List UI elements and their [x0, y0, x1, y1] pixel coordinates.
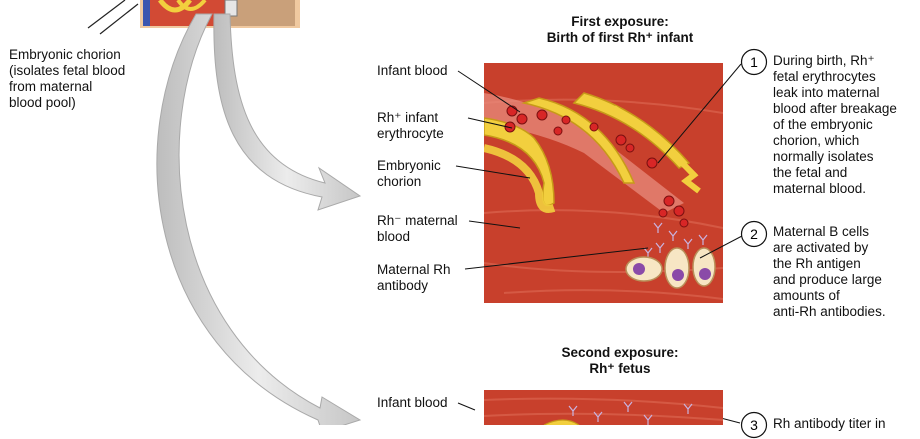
- b-cells: [625, 247, 716, 289]
- label-line: chorion: [377, 174, 422, 189]
- second-exposure-title: Second exposure: Rh⁺ fetus: [520, 345, 720, 377]
- step-line: of the embryonic: [773, 117, 873, 132]
- label-line: Rh⁺ infant: [377, 110, 439, 125]
- label-line: antibody: [377, 278, 429, 293]
- arrow-to-second-exposure: [156, 13, 362, 425]
- second-exposure-illustration: [484, 390, 723, 425]
- title-line: Rh⁺ fetus: [589, 361, 651, 376]
- first-exposure-title: First exposure: Birth of first Rh⁺ infan…: [520, 14, 720, 46]
- step-line: Maternal B cells: [773, 224, 870, 239]
- step-line: chorion, which: [773, 133, 860, 148]
- embryonic-chorion-callout: Embryonic chorion (isolates fetal blood …: [9, 47, 125, 111]
- step-line: fetal erythrocytes: [773, 69, 876, 84]
- step-1-text: During birth, Rh⁺ fetal erythrocytes lea…: [773, 53, 897, 197]
- label-line: blood: [377, 229, 411, 244]
- step-line: amounts of: [773, 288, 840, 303]
- callout-line: Embryonic chorion: [9, 47, 121, 62]
- callout-line: from maternal: [9, 79, 93, 94]
- step-3-circle: 3: [740, 411, 768, 439]
- label-embryonic-chorion: Embryonic chorion: [377, 158, 441, 190]
- step-3-number: 3: [750, 417, 758, 433]
- label-rh-positive-erythrocyte: Rh⁺ infant erythrocyte: [377, 110, 444, 142]
- chorion-fold: [484, 117, 555, 207]
- flow-arrows: [156, 13, 362, 425]
- label-infant-blood-second: Infant blood: [377, 395, 448, 410]
- step-3-text: Rh antibody titer in: [773, 416, 886, 431]
- step-2-number: 2: [750, 226, 758, 242]
- label-line: Embryonic: [377, 158, 441, 173]
- title-line: Birth of first Rh⁺ infant: [546, 30, 694, 45]
- step-line: maternal blood.: [773, 181, 867, 196]
- title-line: Second exposure:: [561, 345, 679, 360]
- callout-line: (isolates fetal blood: [9, 63, 126, 78]
- first-exposure-illustration: [484, 63, 723, 303]
- step-line: the Rh antigen: [773, 256, 861, 271]
- label-line: Maternal Rh: [377, 262, 451, 277]
- step-line: During birth, Rh⁺: [773, 53, 875, 68]
- step-line: and produce large: [773, 272, 882, 287]
- label-line: Rh⁻ maternal: [377, 213, 458, 228]
- step-2-text: Maternal B cells are activated by the Rh…: [773, 224, 886, 320]
- step-line: leak into maternal: [773, 85, 880, 100]
- step-line: the fetal and: [773, 165, 848, 180]
- callout-line: blood pool): [9, 95, 76, 110]
- step-line: anti-Rh antibodies.: [773, 304, 886, 319]
- step-2-circle: 2: [740, 220, 768, 248]
- label-maternal-rh-antibody: Maternal Rh antibody: [377, 262, 451, 294]
- top-illustration: [87, 0, 300, 35]
- label-infant-blood: Infant blood: [377, 63, 448, 78]
- title-line: First exposure:: [571, 14, 669, 29]
- step-1-number: 1: [750, 54, 758, 70]
- step-line: blood after breakage: [773, 101, 897, 116]
- step-1-circle: 1: [740, 48, 768, 76]
- label-line: erythrocyte: [377, 126, 444, 141]
- step-line: normally isolates: [773, 149, 874, 164]
- label-rh-negative-maternal-blood: Rh⁻ maternal blood: [377, 213, 458, 245]
- step-line: are activated by: [773, 240, 869, 255]
- arrow-to-first-exposure: [213, 13, 362, 211]
